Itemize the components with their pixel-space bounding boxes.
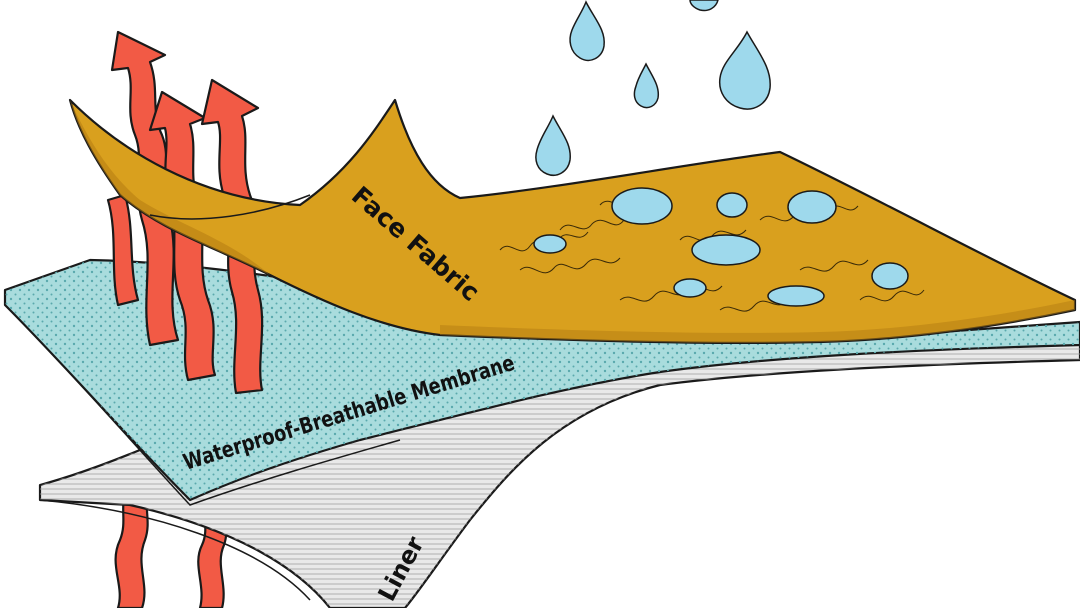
water-drop-icon — [535, 114, 571, 176]
water-bead-icon — [673, 278, 707, 298]
heat-arrow-icon — [106, 193, 140, 307]
water-drop-icon — [689, 0, 719, 12]
water-drop-icon — [569, 0, 605, 62]
water-drops — [535, 0, 771, 176]
water-bead-icon — [787, 190, 837, 224]
water-bead-icon — [871, 262, 909, 290]
water-bead-icon — [716, 192, 748, 218]
water-beads — [533, 187, 909, 307]
water-bead-icon — [533, 234, 567, 254]
water-bead-icon — [767, 285, 825, 307]
water-drop-icon — [633, 62, 660, 109]
water-drop-icon — [718, 30, 771, 110]
water-bead-icon — [691, 234, 761, 266]
water-bead-icon — [611, 187, 673, 225]
